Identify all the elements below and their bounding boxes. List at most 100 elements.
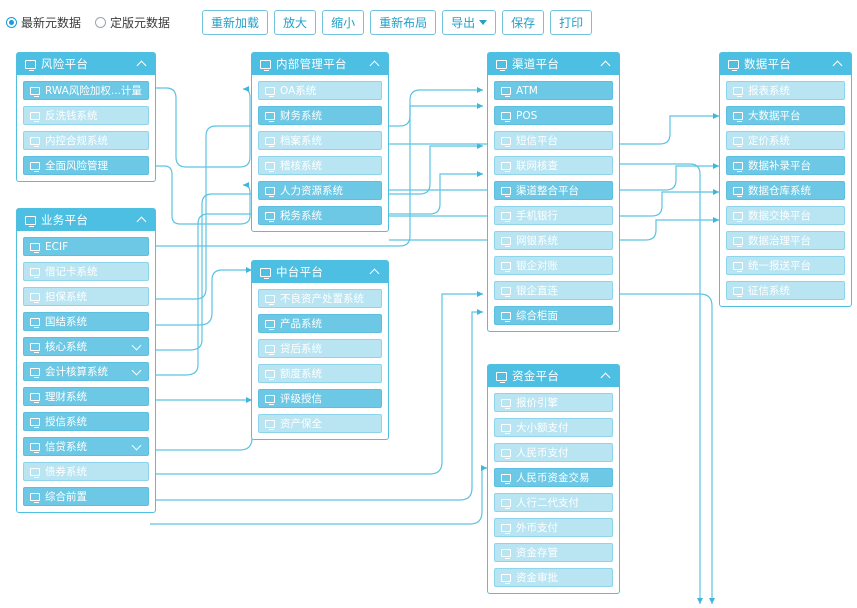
node-item[interactable]: 不良资产处置系统 xyxy=(258,289,382,308)
chevron-down-icon[interactable] xyxy=(133,442,142,451)
chevron-up-icon[interactable] xyxy=(138,216,147,225)
node-item[interactable]: ECIF xyxy=(23,237,149,256)
node-item[interactable]: 全面风险管理 xyxy=(23,156,149,175)
node-item[interactable]: 银企直连 xyxy=(494,281,613,300)
node-item[interactable]: 报表系统 xyxy=(726,81,845,100)
metadata-radio-0[interactable]: 最新元数据 xyxy=(6,14,81,31)
node-item[interactable]: 手机银行 xyxy=(494,206,613,225)
node-item[interactable]: 评级授信 xyxy=(258,389,382,408)
node-item[interactable]: 稽核系统 xyxy=(258,156,382,175)
panel-header-internal[interactable]: 内部管理平台 xyxy=(252,53,388,75)
chevron-up-icon[interactable] xyxy=(834,60,843,69)
node-item[interactable]: 统一报送平台 xyxy=(726,256,845,275)
node-item[interactable]: 反洗钱系统 xyxy=(23,106,149,125)
node-label: 综合柜面 xyxy=(516,310,558,322)
node-item[interactable]: 短信平台 xyxy=(494,131,613,150)
node-item[interactable]: 档案系统 xyxy=(258,131,382,150)
node-item[interactable]: 财务系统 xyxy=(258,106,382,125)
panel-header-risk[interactable]: 风险平台 xyxy=(17,53,155,75)
toolbar-button-5[interactable]: 保存 xyxy=(502,9,545,35)
chevron-up-icon[interactable] xyxy=(138,60,147,69)
panel-title: 风险平台 xyxy=(41,57,89,71)
node-item[interactable]: 授信系统 xyxy=(23,412,149,431)
node-item[interactable]: ATM xyxy=(494,81,613,100)
node-item[interactable]: 外币支付 xyxy=(494,518,613,537)
node-item[interactable]: 资金存管 xyxy=(494,543,613,562)
node-item[interactable]: 信贷系统 xyxy=(23,437,149,456)
node-item[interactable]: 联网核查 xyxy=(494,156,613,175)
node-item[interactable]: 综合前置 xyxy=(23,487,149,506)
node-label: 数据仓库系统 xyxy=(748,185,811,197)
node-item[interactable]: 数据交换平台 xyxy=(726,206,845,225)
panel-fund[interactable]: 资金平台报价引擎大小额支付人民币支付人民币资金交易人行二代支付外币支付资金存管资… xyxy=(487,364,620,594)
panel-header-channel[interactable]: 渠道平台 xyxy=(488,53,619,75)
node-item[interactable]: 数据治理平台 xyxy=(726,231,845,250)
node-item[interactable]: 渠道整合平台 xyxy=(494,181,613,200)
node-item[interactable]: 额度系统 xyxy=(258,364,382,383)
node-item[interactable]: 大小额支付 xyxy=(494,418,613,437)
diagram-canvas[interactable]: 风险平台 RWA风险加权...计量系统反洗钱系统内控合规系统全面风险管理业务平台 E… xyxy=(0,44,857,608)
node-item[interactable]: 数据补录平台 xyxy=(726,156,845,175)
node-item[interactable]: OA系统 xyxy=(258,81,382,100)
node-item[interactable]: 综合柜面 xyxy=(494,306,613,325)
chevron-up-icon[interactable] xyxy=(602,60,611,69)
toolbar-button-6[interactable]: 打印 xyxy=(550,9,593,35)
chevron-down-icon[interactable] xyxy=(133,342,142,351)
panel-header-data[interactable]: 数据平台 xyxy=(720,53,851,75)
node-item[interactable]: 网银系统 xyxy=(494,231,613,250)
chevron-up-icon[interactable] xyxy=(371,60,380,69)
panel-business[interactable]: 业务平台 ECIF 借记卡系统担保系统国结系统核心系统会计核算系统理财系统授信系统信… xyxy=(16,208,156,513)
panel-header-business[interactable]: 业务平台 xyxy=(17,209,155,231)
monitor-icon xyxy=(501,448,511,459)
node-item[interactable]: POS xyxy=(494,106,613,125)
monitor-icon xyxy=(733,86,743,97)
node-item[interactable]: 数据仓库系统 xyxy=(726,181,845,200)
node-item[interactable]: 产品系统 xyxy=(258,314,382,333)
toolbar-button-4[interactable]: 导出 xyxy=(442,9,497,35)
chevron-up-icon[interactable] xyxy=(602,372,611,381)
panel-internal[interactable]: 内部管理平台 OA系统财务系统档案系统稽核系统人力资源系统税务系统 xyxy=(251,52,389,232)
toolbar-button-2[interactable]: 缩小 xyxy=(322,9,365,35)
panel-header-middle[interactable]: 中台平台 xyxy=(252,261,388,283)
panel-risk[interactable]: 风险平台 RWA风险加权...计量系统反洗钱系统内控合规系统全面风险管理 xyxy=(16,52,156,182)
node-item[interactable]: 贷后系统 xyxy=(258,339,382,358)
node-item[interactable]: 税务系统 xyxy=(258,206,382,225)
node-item[interactable]: 核心系统 xyxy=(23,337,149,356)
toolbar-button-0[interactable]: 重新加载 xyxy=(202,9,269,35)
node-item[interactable]: RWA风险加权...计量系统 xyxy=(23,81,149,100)
node-item[interactable]: 人行二代支付 xyxy=(494,493,613,512)
node-item[interactable]: 征信系统 xyxy=(726,281,845,300)
node-item[interactable]: 人力资源系统 xyxy=(258,181,382,200)
node-item[interactable]: 债券系统 xyxy=(23,462,149,481)
panel-middle[interactable]: 中台平台不良资产处置系统产品系统贷后系统额度系统评级授信资产保全 xyxy=(251,260,389,440)
panel-header-fund[interactable]: 资金平台 xyxy=(488,365,619,387)
node-item[interactable]: 人民币支付 xyxy=(494,443,613,462)
node-item[interactable]: 资产保全 xyxy=(258,414,382,433)
node-label: ECIF xyxy=(45,240,69,253)
node-item[interactable]: 资金审批 xyxy=(494,568,613,587)
metadata-radio-1[interactable]: 定版元数据 xyxy=(95,14,170,31)
connector-edge xyxy=(150,341,263,401)
node-item[interactable]: 定价系统 xyxy=(726,131,845,150)
node-item[interactable]: 人民币资金交易 xyxy=(494,468,613,487)
node-item[interactable]: 会计核算系统 xyxy=(23,362,149,381)
panel-channel[interactable]: 渠道平台 ATM POS 短信平台联网核查渠道整合平台手机银行网银系统银企对账银企直连… xyxy=(487,52,620,332)
monitor-icon xyxy=(733,161,743,172)
node-item[interactable]: 担保系统 xyxy=(23,287,149,306)
toolbar-button-3[interactable]: 重新布局 xyxy=(370,9,437,35)
node-item[interactable]: 银企对账 xyxy=(494,256,613,275)
node-item[interactable]: 内控合规系统 xyxy=(23,131,149,150)
node-item[interactable]: 报价引擎 xyxy=(494,393,613,412)
node-item[interactable]: 国结系统 xyxy=(23,312,149,331)
node-item[interactable]: 借记卡系统 xyxy=(23,262,149,281)
node-item[interactable]: 理财系统 xyxy=(23,387,149,406)
chevron-up-icon[interactable] xyxy=(371,268,380,277)
toolbar-button-1[interactable]: 放大 xyxy=(274,9,317,35)
node-label: 银企对账 xyxy=(516,260,558,272)
monitor-icon xyxy=(501,136,511,147)
node-item[interactable]: 大数据平台 xyxy=(726,106,845,125)
chevron-down-icon[interactable] xyxy=(133,367,142,376)
monitor-icon xyxy=(501,161,511,172)
panel-data[interactable]: 数据平台报表系统大数据平台定价系统数据补录平台数据仓库系统数据交换平台数据治理平… xyxy=(719,52,852,307)
node-label: 人民币资金交易 xyxy=(516,472,590,484)
